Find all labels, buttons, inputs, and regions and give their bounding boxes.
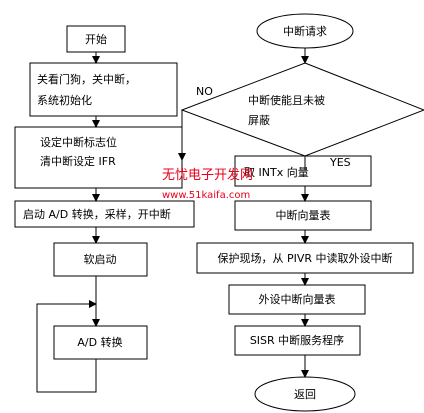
init-box bbox=[29, 62, 178, 117]
loop-back-line bbox=[36, 300, 97, 393]
intx-vector-label: 取 INTx 向量 bbox=[244, 165, 309, 179]
enable-decision-diamond bbox=[180, 62, 424, 157]
periph-vector-table-box bbox=[228, 284, 366, 315]
adc-convert-label: A/D 转换 bbox=[77, 335, 122, 349]
adc-start-label: 启动 A/D 转换，采样，开中断 bbox=[23, 207, 171, 221]
init-label-line2: 系统初始化 bbox=[37, 93, 92, 107]
sisr-box bbox=[234, 325, 361, 356]
save-context-box bbox=[196, 242, 414, 274]
vector-table-box bbox=[234, 200, 372, 231]
soft-start-label: 软启动 bbox=[84, 252, 117, 266]
return-label: 返回 bbox=[294, 388, 316, 401]
decision-label-line1: 中断使能且未被 bbox=[248, 93, 325, 107]
init-label-line1: 关看门狗，关中断， bbox=[37, 72, 136, 86]
vector-table-label: 中断向量表 bbox=[276, 208, 331, 222]
periph-vector-table-label: 外设中断向量表 bbox=[259, 292, 336, 306]
sisr-label: SISR 中断服务程序 bbox=[250, 333, 344, 347]
yes-label: YES bbox=[329, 156, 351, 169]
watermark-url: www.51kaifa.com bbox=[162, 190, 250, 201]
soft-start-box bbox=[53, 242, 148, 277]
adc-convert-box bbox=[53, 325, 148, 360]
save-context-label: 保护现场，从 PIVR 中读取外设中断 bbox=[217, 251, 392, 265]
intx-vector-box bbox=[234, 155, 372, 187]
start-box bbox=[66, 25, 126, 53]
start-label: 开始 bbox=[85, 32, 107, 46]
watermark-title: 无忧电子开发网 bbox=[162, 167, 253, 183]
no-label: NO bbox=[196, 85, 213, 98]
request-label: 中断请求 bbox=[283, 24, 327, 38]
flag-label-line2: 清中断设定 IFR bbox=[40, 154, 116, 168]
flag-label-line1: 设定中断标志位 bbox=[40, 135, 117, 149]
set-flag-box bbox=[14, 126, 183, 189]
decision-label-line2: 屏蔽 bbox=[248, 114, 270, 127]
adc-start-box bbox=[14, 200, 195, 228]
